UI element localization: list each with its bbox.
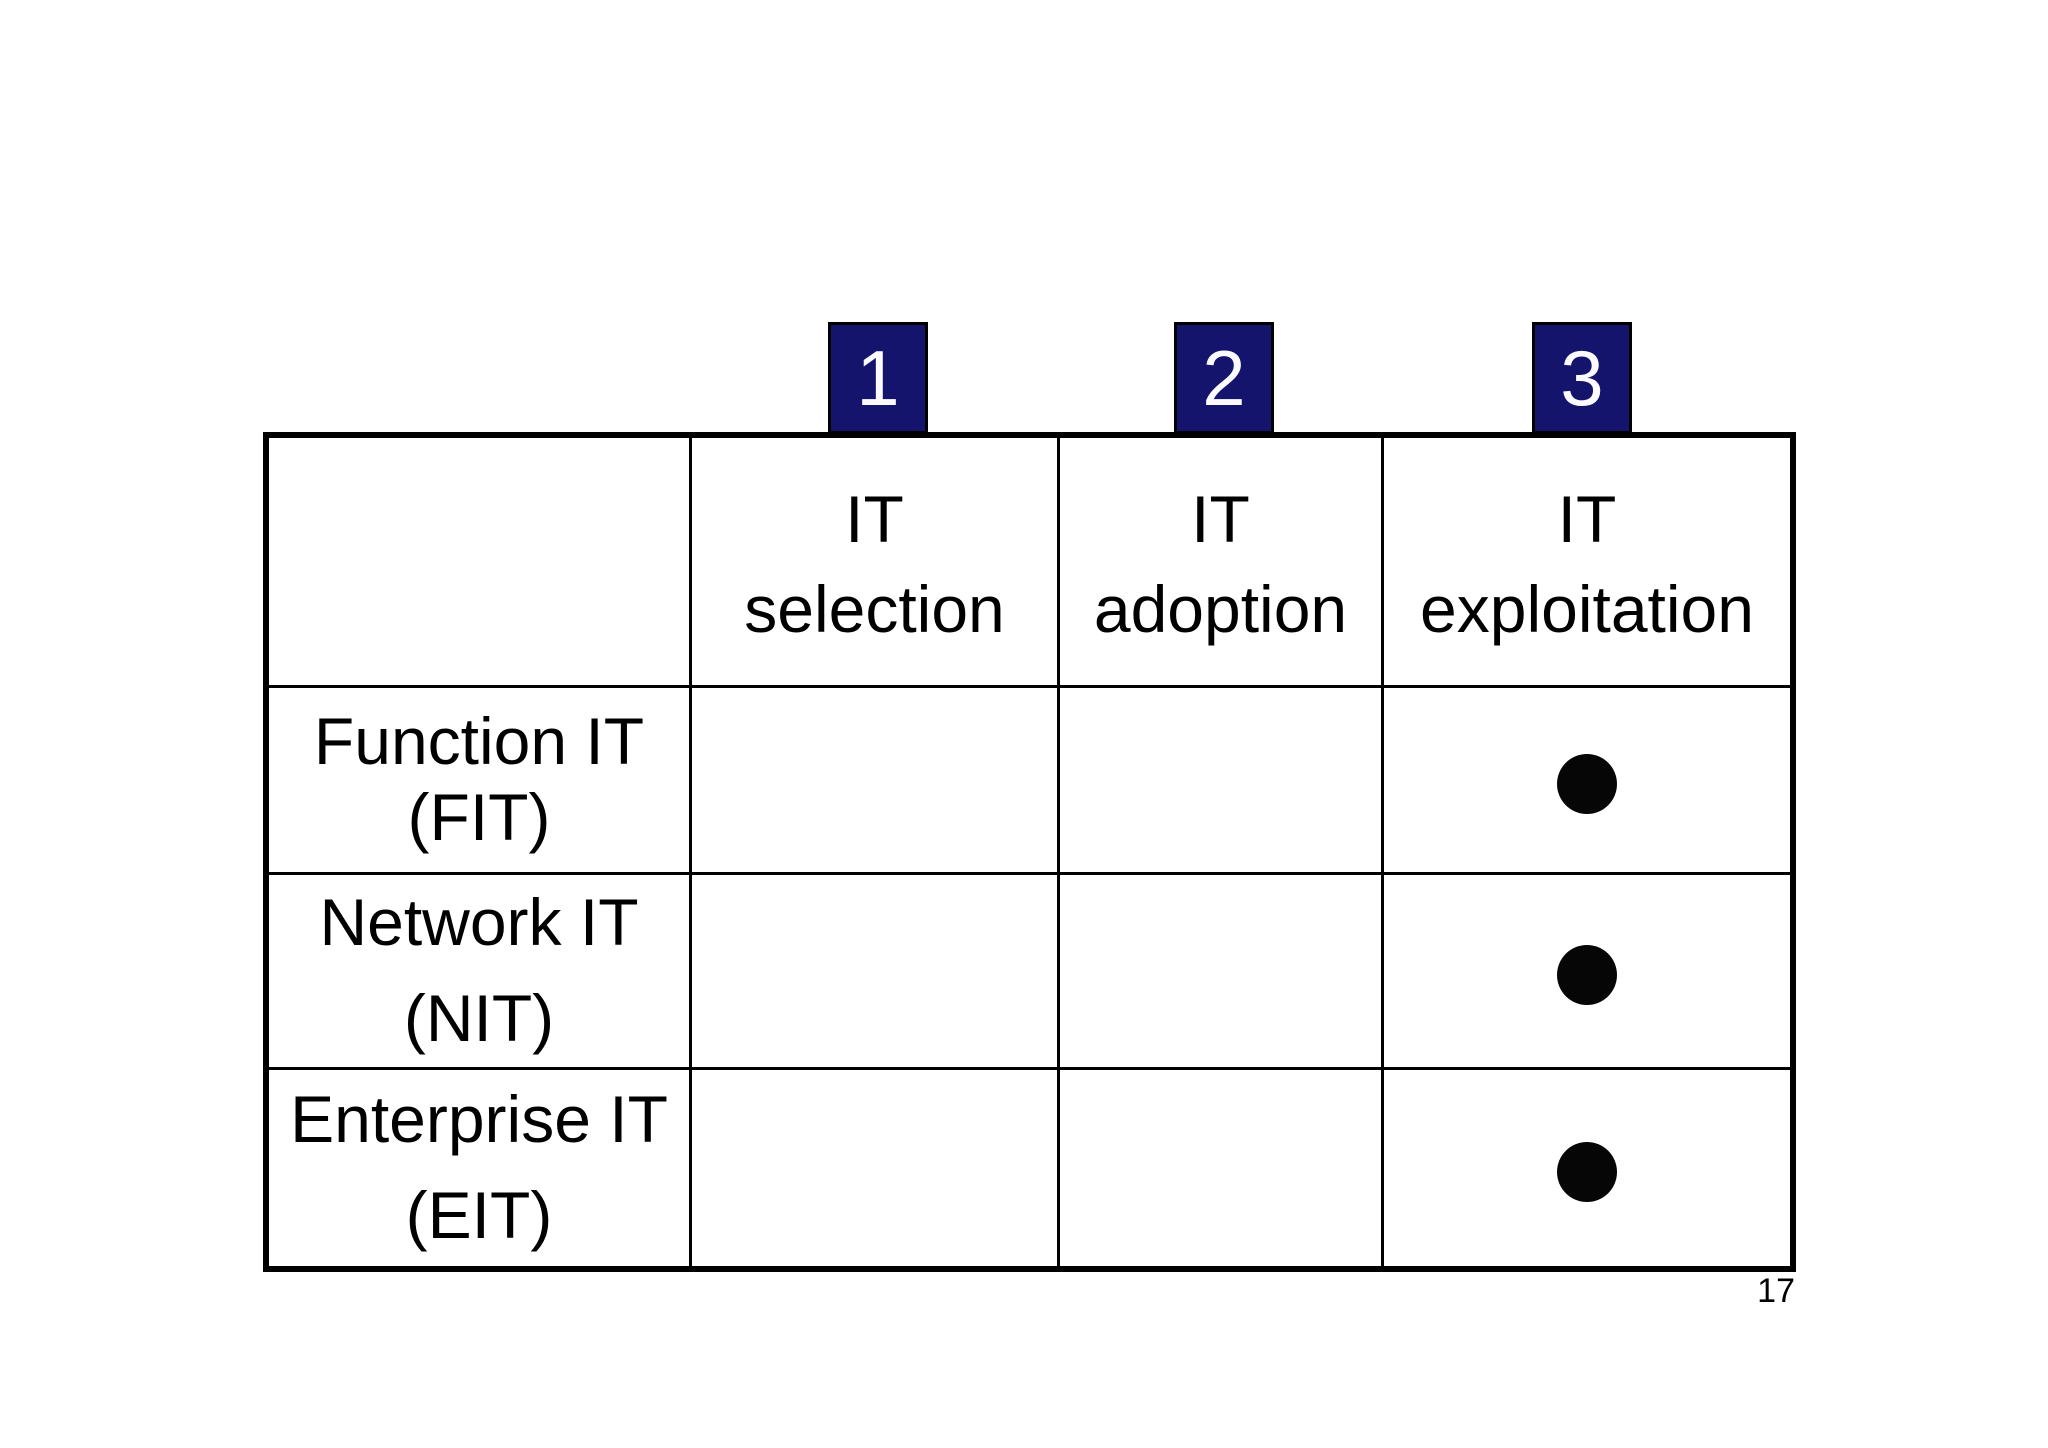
cell-eit-selection bbox=[692, 1070, 1060, 1266]
row-abbr: (NIT) bbox=[403, 981, 555, 1055]
row-name: Enterprise IT bbox=[290, 1082, 668, 1157]
cell-eit-exploitation bbox=[1384, 1070, 1790, 1266]
stage-badge-1: 1 bbox=[828, 322, 928, 434]
row-name: Function IT bbox=[313, 704, 645, 779]
it-stages-matrix-table: IT selection IT adoption IT exploitation… bbox=[263, 432, 1796, 1272]
row-label-enterprise-it: Enterprise IT (EIT) bbox=[269, 1070, 692, 1266]
page-number: 17 bbox=[1757, 1272, 1795, 1310]
column-header-line1: IT bbox=[1191, 481, 1250, 556]
column-header-it-selection: IT selection bbox=[692, 438, 1060, 688]
cell-nit-exploitation bbox=[1384, 875, 1790, 1070]
dot-marker bbox=[1557, 754, 1617, 814]
column-header-line2: exploitation bbox=[1420, 571, 1754, 646]
dot-marker bbox=[1557, 1142, 1617, 1202]
row-abbr: (FIT) bbox=[407, 780, 551, 854]
dot-marker bbox=[1557, 945, 1617, 1005]
column-header-line1: IT bbox=[1557, 481, 1617, 556]
column-header-it-adoption: IT adoption bbox=[1060, 438, 1384, 688]
column-header-line2: adoption bbox=[1093, 571, 1348, 646]
cell-eit-adoption bbox=[1060, 1070, 1384, 1266]
cell-fit-adoption bbox=[1060, 688, 1384, 875]
row-label-function-it: Function IT (FIT) bbox=[269, 688, 692, 875]
cell-nit-selection bbox=[692, 875, 1060, 1070]
stage-badge-1-label: 1 bbox=[856, 334, 900, 422]
cell-nit-adoption bbox=[1060, 875, 1384, 1070]
column-header-line1: IT bbox=[845, 481, 904, 556]
stage-badge-2-label: 2 bbox=[1202, 334, 1246, 422]
row-abbr: (EIT) bbox=[405, 1178, 553, 1252]
stage-badge-3-label: 3 bbox=[1560, 334, 1604, 422]
column-header-line2: selection bbox=[744, 571, 1005, 646]
cell-fit-exploitation bbox=[1384, 688, 1790, 875]
stage-badge-3: 3 bbox=[1532, 322, 1632, 434]
row-name: Network IT bbox=[319, 885, 639, 960]
row-label-network-it: Network IT (NIT) bbox=[269, 875, 692, 1070]
corner-cell bbox=[269, 438, 692, 688]
stage-badge-2: 2 bbox=[1174, 322, 1274, 434]
cell-fit-selection bbox=[692, 688, 1060, 875]
column-header-it-exploitation: IT exploitation bbox=[1384, 438, 1790, 688]
